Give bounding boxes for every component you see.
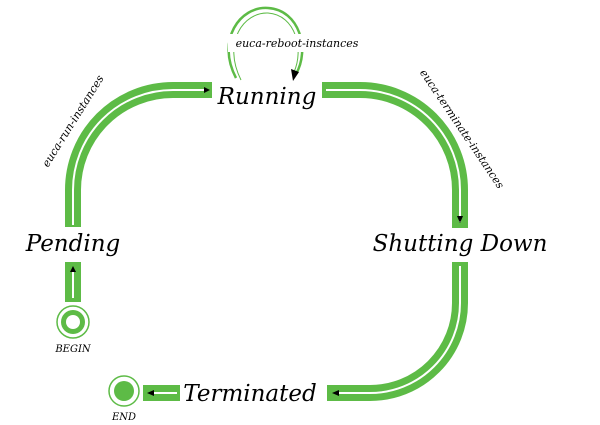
begin-label: BEGIN [54, 344, 92, 355]
state-running: Running [217, 84, 317, 110]
terminated-to-end-arrow [143, 385, 180, 401]
shutting-down-to-terminated-arc [327, 262, 468, 401]
end-node [108, 375, 140, 407]
begin-to-pending-arrow [65, 262, 81, 302]
begin-node [56, 305, 90, 339]
reboot-instances-label: euca-reboot-instances [236, 37, 359, 50]
state-shutting-down: Shutting Down [373, 231, 548, 257]
state-terminated: Terminated [183, 381, 316, 407]
reboot-label-bg [228, 34, 366, 52]
pending-to-running-arc [65, 82, 212, 227]
end-label: END [111, 412, 136, 423]
running-to-shutting-down-arc [322, 82, 468, 228]
state-pending: Pending [25, 231, 120, 257]
